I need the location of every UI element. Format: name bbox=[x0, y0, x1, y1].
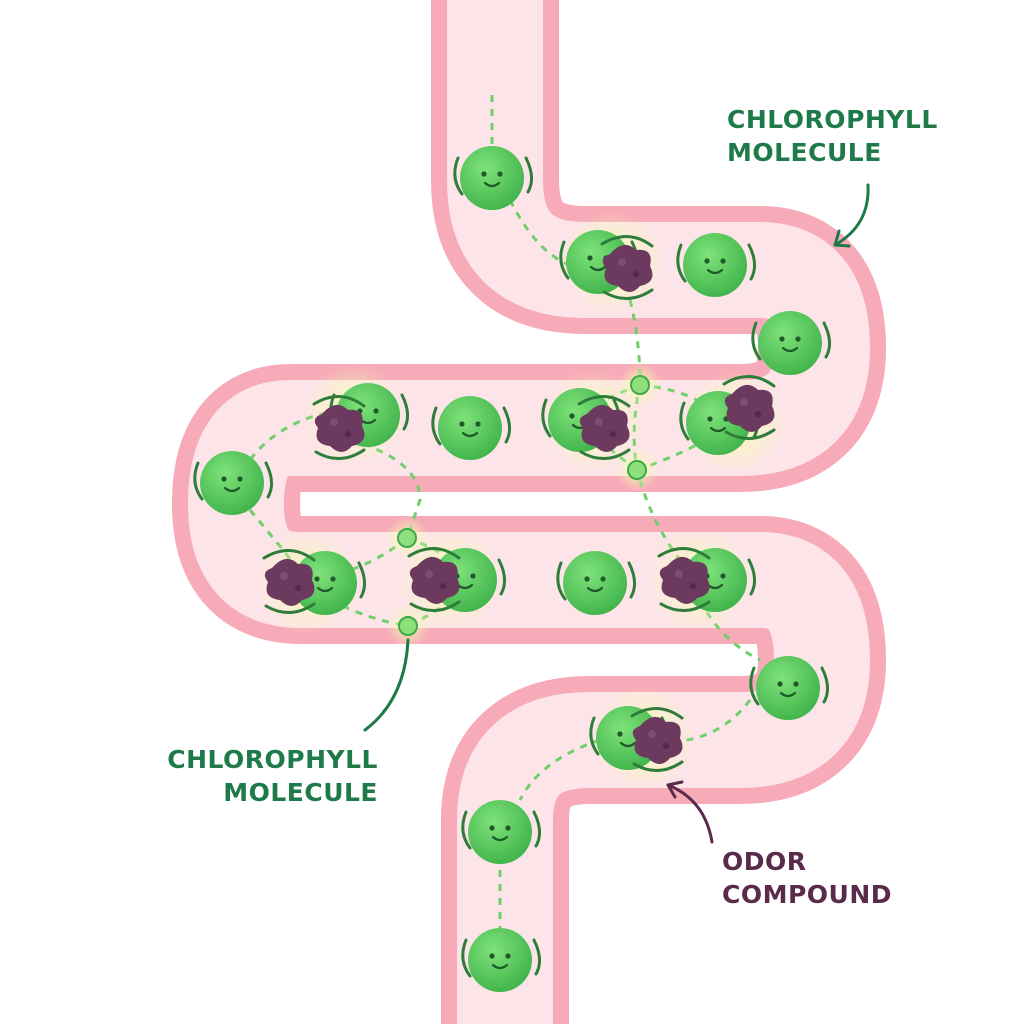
molecules bbox=[193, 146, 831, 992]
odor-compound bbox=[630, 707, 684, 772]
callout-lines bbox=[363, 183, 870, 844]
label-line: MOLECULE bbox=[727, 138, 882, 167]
odor-compound bbox=[262, 549, 316, 614]
smiley-face-icon bbox=[481, 171, 503, 188]
label-line: COMPOUND bbox=[722, 880, 892, 909]
smiley-face-icon bbox=[489, 825, 511, 842]
chlorophyll-molecule bbox=[431, 396, 511, 460]
label-line: CHLOROPHYLL bbox=[167, 745, 378, 774]
smiley-face-icon bbox=[459, 421, 481, 438]
arrow-top bbox=[833, 183, 870, 248]
dashed-path bbox=[490, 95, 761, 744]
label-chlorophyll-top: CHLOROPHYLL MOLECULE bbox=[727, 105, 938, 167]
label-odor-compound: ODOR COMPOUND bbox=[722, 847, 892, 909]
label-line: ODOR bbox=[722, 847, 807, 876]
odor-compound bbox=[600, 235, 654, 300]
chlorophyll-molecule bbox=[751, 311, 831, 375]
odor-compound bbox=[577, 395, 631, 460]
smiley-face-icon bbox=[314, 576, 336, 593]
line-bottom-left bbox=[363, 638, 410, 732]
smiley-face-icon bbox=[704, 258, 726, 275]
odor-compound bbox=[407, 547, 461, 612]
chlorophyll-molecule bbox=[461, 928, 541, 992]
chlorophyll-molecule bbox=[676, 233, 756, 297]
arrow-odor bbox=[666, 780, 714, 844]
chlorophyll-molecule bbox=[461, 800, 541, 864]
odor-compound bbox=[657, 547, 711, 612]
label-line: CHLOROPHYLL bbox=[727, 105, 938, 134]
chlorophyll-molecule bbox=[749, 656, 829, 720]
chlorophyll-molecule bbox=[453, 146, 533, 210]
smiley-face-icon bbox=[489, 953, 511, 970]
chlorophyll-molecule bbox=[193, 451, 273, 515]
label-chlorophyll-bottom: CHLOROPHYLL MOLECULE bbox=[167, 745, 378, 807]
odor-compound bbox=[722, 375, 776, 440]
smiley-face-icon bbox=[779, 336, 801, 353]
smiley-face-icon bbox=[584, 576, 606, 593]
smiley-face-icon bbox=[221, 476, 243, 493]
label-line: MOLECULE bbox=[223, 778, 378, 807]
chlorophyll-molecule bbox=[556, 551, 636, 615]
smiley-face-icon bbox=[777, 681, 799, 698]
odor-compound bbox=[312, 395, 366, 460]
